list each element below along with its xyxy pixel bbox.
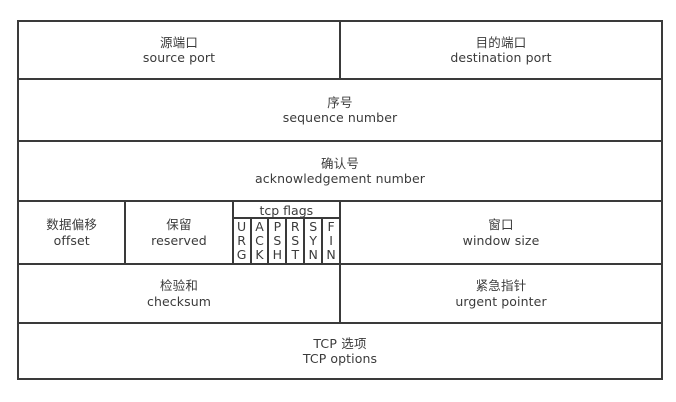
cell-sequence-number: 序号 sequence number xyxy=(17,78,663,142)
acknowledgement-number-text: 确认号 acknowledgement number xyxy=(19,156,661,187)
flag-ack-letter-2: C xyxy=(255,233,264,248)
flag-column-fin: F I N xyxy=(323,219,339,263)
flag-urg-letter-2: R xyxy=(237,233,246,248)
flag-psh-letter-3: H xyxy=(272,247,283,262)
table-row-offset-flags-window: 数据偏移 offset 保留 reserved tcp flags xyxy=(16,200,663,265)
flag-rst-letter-1: R xyxy=(290,219,300,234)
acknowledgement-number-label-cn: 确认号 xyxy=(320,155,360,171)
sequence-number-text: 序号 sequence number xyxy=(19,95,661,126)
cell-urgent-pointer: 紧急指针 urgent pointer xyxy=(339,263,663,324)
table-row-options: TCP 选项 TCP options xyxy=(17,322,663,380)
flag-syn-letter-3: N xyxy=(308,247,318,262)
destination-port-label-en: destination port xyxy=(450,50,552,65)
flag-psh-letter-2: S xyxy=(273,233,282,248)
data-offset-label-cn: 数据偏移 xyxy=(46,217,98,233)
flag-ack-letter-1: A xyxy=(255,219,264,234)
flag-column-urg: U R G xyxy=(233,219,252,263)
tcp-flags-group: tcp flags U R G A C K xyxy=(233,202,339,263)
source-port-label-cn: 源端口 xyxy=(159,34,199,50)
checksum-label-cn: 检验和 xyxy=(159,278,199,294)
window-size-label-cn: 窗口 xyxy=(488,217,514,233)
acknowledgement-number-label-en: acknowledgement number xyxy=(255,171,425,186)
data-offset-text: 数据偏移 offset xyxy=(19,217,124,248)
source-port-label-en: source port xyxy=(142,50,216,65)
cell-data-offset: 数据偏移 offset xyxy=(16,200,127,265)
reserved-text: 保留 reserved xyxy=(126,217,231,248)
flag-psh-letter-1: P xyxy=(273,219,282,234)
tcp-options-text: TCP 选项 TCP options xyxy=(19,336,661,367)
window-size-label-en: window size xyxy=(462,232,540,248)
flag-urg-letter-3: G xyxy=(236,247,247,262)
flag-fin-letter-1: F xyxy=(327,219,335,234)
checksum-label-en: checksum xyxy=(146,293,211,309)
destination-port-label-cn: 目的端口 xyxy=(475,34,527,50)
flag-syn-letter-1: S xyxy=(309,219,318,234)
cell-tcp-options: TCP 选项 TCP options xyxy=(17,322,663,380)
reserved-label-cn: 保留 xyxy=(166,217,192,233)
window-size-text: 窗口 window size xyxy=(341,217,661,248)
cell-source-port: 源端口 source port xyxy=(17,20,341,80)
flag-fin-letter-2: I xyxy=(329,233,333,248)
cell-destination-port: 目的端口 destination port xyxy=(339,20,663,80)
cell-reserved: 保留 reserved xyxy=(124,200,234,265)
tcp-options-label-en: TCP options xyxy=(302,351,378,366)
table-row-acknowledgement: 确认号 acknowledgement number xyxy=(17,140,663,202)
cell-window-size: 窗口 window size xyxy=(339,200,663,265)
destination-port-text: 目的端口 destination port xyxy=(341,35,661,66)
flag-rst-letter-2: S xyxy=(291,233,300,248)
flag-column-rst: R S T xyxy=(287,219,306,263)
flag-urg-letter-1: U xyxy=(237,219,247,234)
flag-ack-letter-3: K xyxy=(255,247,264,262)
flag-rst-letter-3: T xyxy=(291,247,300,262)
flag-column-ack: A C K xyxy=(251,219,270,263)
cell-acknowledgement-number: 确认号 acknowledgement number xyxy=(17,140,663,202)
data-offset-label-en: offset xyxy=(53,232,90,248)
table-row-checksum-urgent: 检验和 checksum 紧急指针 urgent pointer xyxy=(17,263,663,324)
table-row-ports: 源端口 source port 目的端口 destination port xyxy=(17,20,663,80)
urgent-pointer-text: 紧急指针 urgent pointer xyxy=(341,278,661,309)
tcp-options-label-cn: TCP 选项 xyxy=(313,335,367,351)
table-row-sequence: 序号 sequence number xyxy=(17,78,663,142)
sequence-number-label-cn: 序号 xyxy=(327,94,353,110)
urgent-pointer-label-en: urgent pointer xyxy=(455,293,547,309)
tcp-header-table: 源端口 source port 目的端口 destination port 序号 xyxy=(16,20,663,380)
tcp-flags-columns: U R G A C K P S xyxy=(233,219,339,263)
reserved-label-en: reserved xyxy=(151,232,207,248)
tcp-flags-title: tcp flags xyxy=(233,202,339,219)
source-port-text: 源端口 source port xyxy=(19,35,339,66)
flag-syn-letter-2: Y xyxy=(309,233,317,248)
cell-checksum: 检验和 checksum xyxy=(17,263,341,324)
sequence-number-label-en: sequence number xyxy=(282,110,398,125)
urgent-pointer-label-cn: 紧急指针 xyxy=(475,278,527,294)
cell-tcp-flags: tcp flags U R G A C K xyxy=(231,200,342,265)
flag-column-psh: P S H xyxy=(269,219,288,263)
flag-column-syn: S Y N xyxy=(305,219,324,263)
flag-fin-letter-3: N xyxy=(326,247,336,262)
checksum-text: 检验和 checksum xyxy=(19,278,339,309)
